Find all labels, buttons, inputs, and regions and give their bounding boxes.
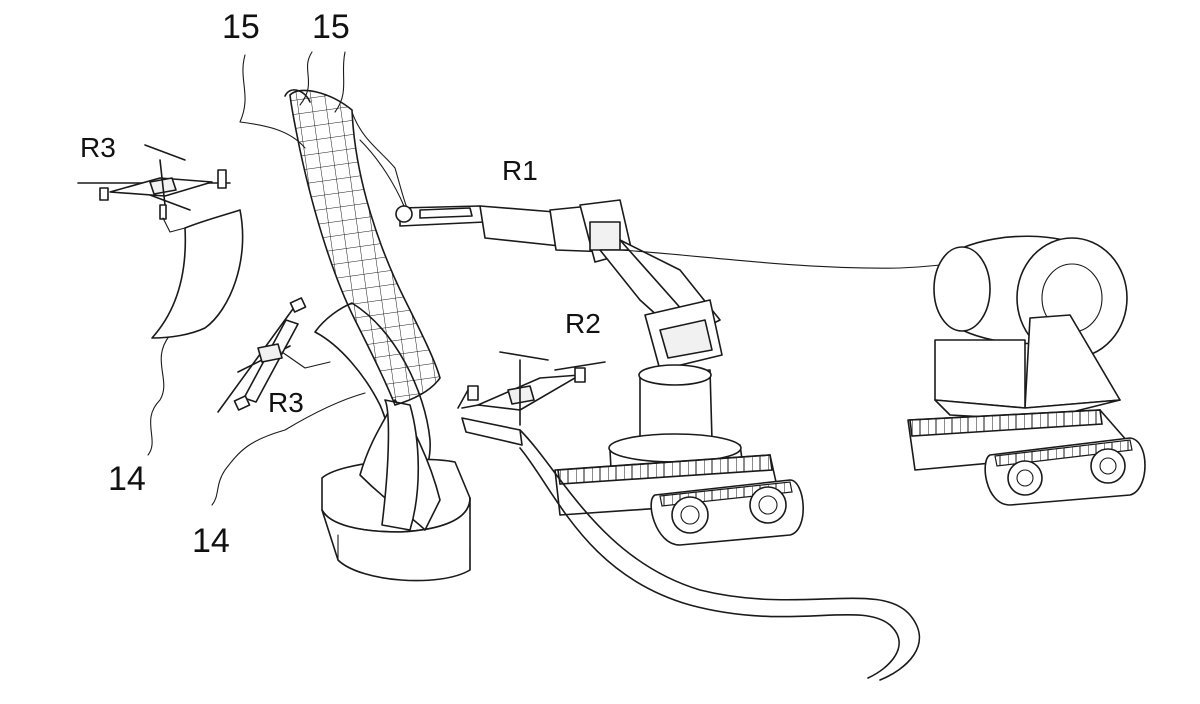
shell-panel-top	[152, 210, 243, 338]
leader-14-left	[148, 335, 170, 455]
tracks-r1	[555, 455, 803, 545]
label-r1: R1	[502, 155, 538, 186]
drone-r2	[458, 352, 605, 425]
label-14-left: 14	[108, 460, 146, 498]
label-14-bottom: 14	[192, 522, 230, 560]
label-15-left: 15	[222, 8, 260, 46]
reel-robot	[908, 236, 1145, 505]
cable-line	[360, 140, 1010, 268]
label-r3-bottom: R3	[268, 387, 304, 418]
label-r3-top: R3	[80, 132, 116, 163]
label-15-right: 15	[312, 8, 350, 46]
robot-arm-r1	[396, 200, 745, 488]
label-r2: R2	[565, 308, 601, 339]
